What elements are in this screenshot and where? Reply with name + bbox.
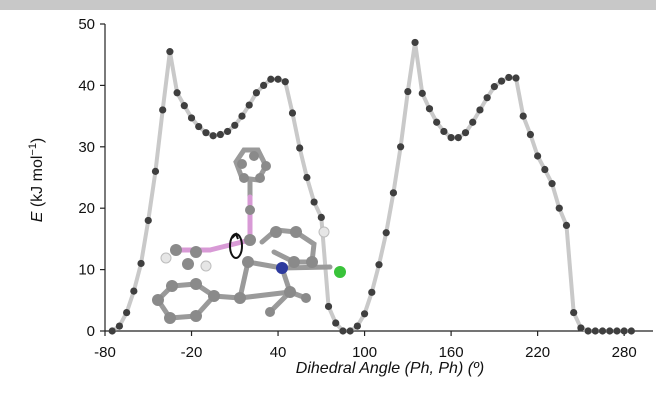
y-ticks: 0 10 20 30 40 50 [78,16,105,340]
data-point [577,324,585,332]
data-point [346,327,354,335]
data-point [591,327,599,335]
y-tick-label: 50 [78,16,95,33]
data-point [425,105,434,113]
x-axis-label: Dihedral Angle (Ph, Ph) (º) [296,360,484,377]
data-point [620,327,628,335]
data-point [397,143,405,151]
data-point [216,130,224,139]
molecule-inset [152,147,346,324]
data-point [598,327,607,335]
data-point [447,133,455,142]
x-tick-label: 40 [270,344,287,361]
data-point [288,109,297,117]
data-point [108,327,116,335]
data-point [555,204,563,212]
data-point [519,112,527,120]
data-point [274,75,282,83]
data-point [526,130,535,139]
data-point [548,180,556,188]
top-border-bar [0,0,656,10]
x-tick-label: 220 [525,344,550,361]
data-point [389,189,398,197]
data-point [440,127,448,136]
data-point [505,73,513,82]
data-point [166,48,174,56]
data-point [159,106,167,114]
data-point [223,127,232,136]
data-point [584,327,592,335]
data-point [317,213,325,222]
data-point [360,310,369,318]
data-point [267,75,275,83]
x-ticks: -80 -20 40 100 160 220 280 [94,331,637,361]
axis-labels: Dihedral Angle (Ph, Ph) (º) E (kJ mol−1) [27,138,484,377]
data-point [137,259,145,268]
data-point [296,144,304,152]
data-point [497,77,506,85]
data-point [332,319,340,327]
data-point [411,38,419,47]
data-point [231,121,239,129]
data-point [245,101,253,109]
energy-curve [108,38,635,335]
data-point [209,132,217,140]
data-point [570,308,578,317]
y-tick-label: 20 [78,200,95,217]
x-tick-label: 280 [612,344,637,361]
data-point [310,198,318,206]
data-point [433,118,441,126]
data-point [418,89,426,97]
data-point [123,308,131,317]
y-tick-label: 10 [78,262,95,279]
data-point [375,261,383,269]
data-point [115,322,124,330]
data-point [627,327,635,335]
axes [104,24,653,332]
data-point [404,87,412,96]
data-point [476,106,484,114]
x-tick-label: 100 [352,344,377,361]
x-tick-label: 160 [439,344,464,361]
data-point [534,152,542,160]
data-point [382,229,390,237]
data-point [461,129,470,137]
data-point [303,173,311,182]
data-point [613,327,621,335]
data-point [606,327,614,335]
data-point [202,129,210,137]
data-point [144,216,152,225]
data-point [454,133,462,142]
x-tick-label: -20 [181,344,203,361]
data-point [260,81,268,89]
data-point [483,94,491,102]
y-axis-label: E (kJ mol−1) [27,138,46,223]
data-point [281,78,289,86]
data-point [173,89,181,97]
data-point [151,167,160,175]
data-point [469,118,477,126]
data-point [252,89,261,97]
data-point [339,327,347,335]
y-tick-label: 30 [78,139,95,156]
data-point [238,112,246,120]
data-point [512,74,520,82]
data-point [324,302,333,311]
data-point [562,221,571,229]
data-point [541,165,549,174]
data-point [130,287,138,295]
data-point [195,122,203,131]
data-point [368,288,376,296]
data-point [180,102,188,110]
data-point [353,322,361,330]
x-tick-label: -80 [94,344,116,361]
y-tick-label: 0 [87,323,95,340]
data-point [187,114,196,122]
y-tick-label: 40 [78,77,95,94]
data-point [490,83,498,91]
